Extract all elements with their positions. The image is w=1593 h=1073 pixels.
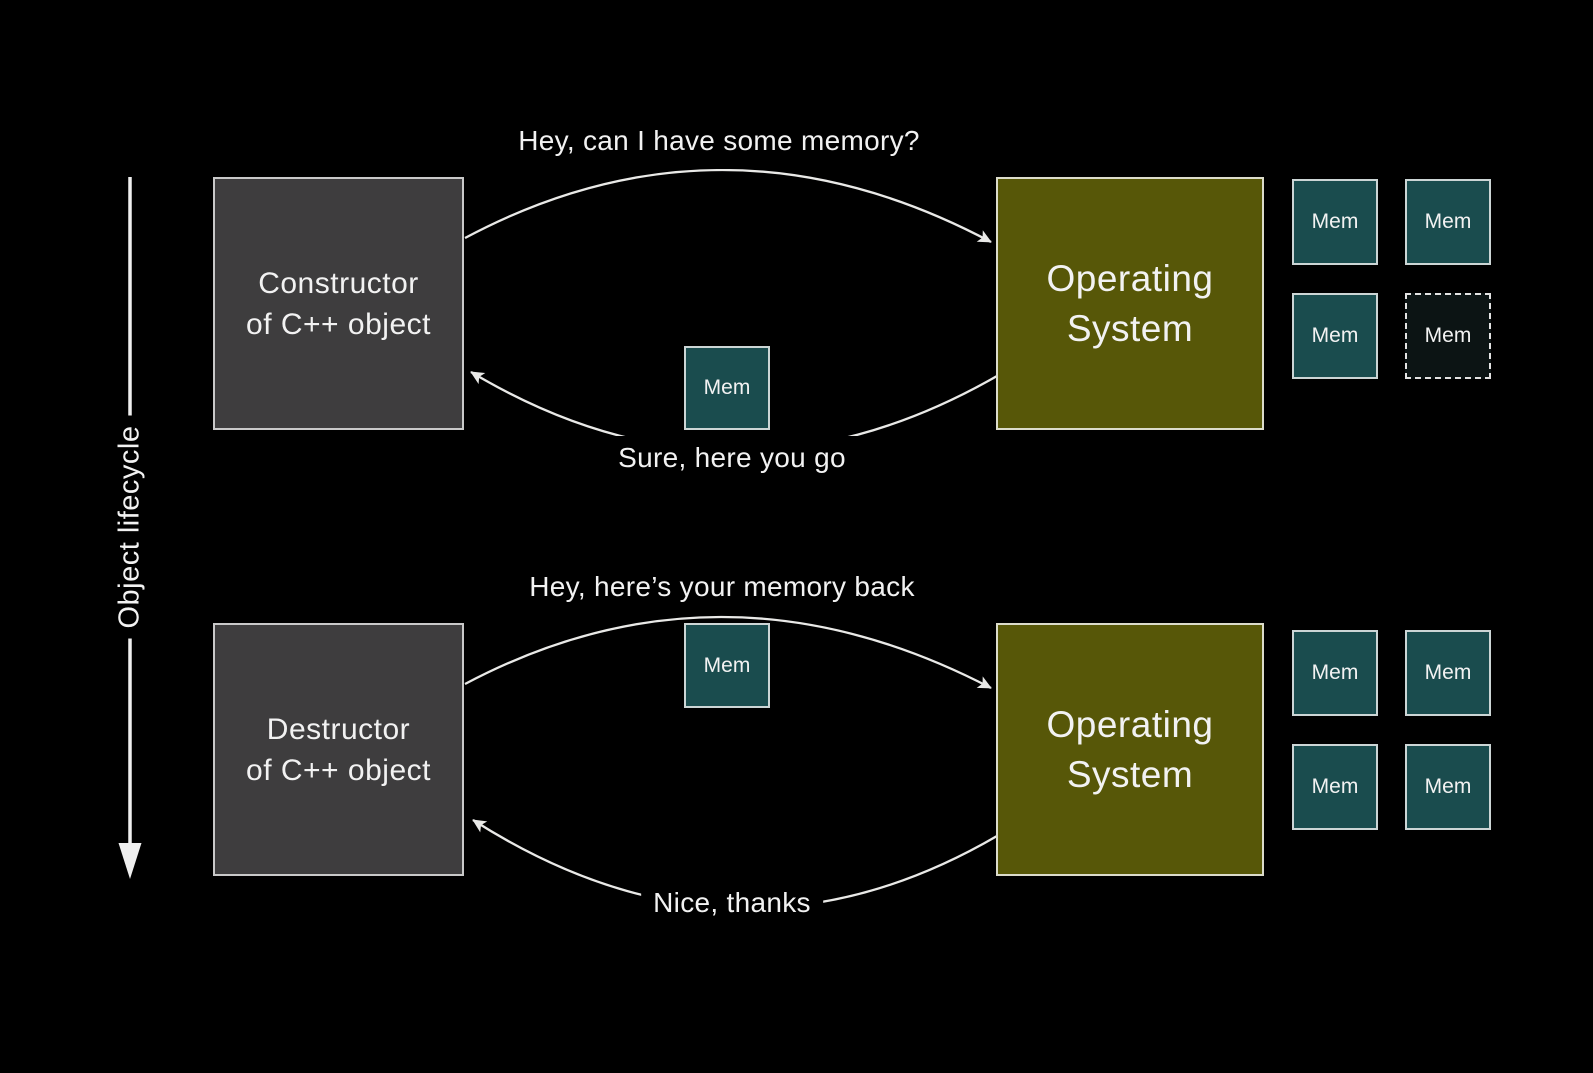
mem-label: Mem bbox=[1311, 210, 1359, 233]
os-label-line2: System bbox=[1066, 307, 1194, 349]
operating-system-label: Operating System bbox=[1047, 254, 1214, 354]
mem-label: Mem bbox=[703, 653, 751, 677]
os-mem-slot-freed: Mem bbox=[1405, 293, 1491, 379]
construction-reply-message: Sure, here you go bbox=[606, 436, 858, 478]
mem-label: Mem bbox=[1311, 661, 1359, 684]
mem-label: Mem bbox=[1424, 661, 1472, 684]
mem-label: Mem bbox=[1311, 775, 1359, 798]
operating-system-box: Operating System bbox=[996, 623, 1264, 876]
destruction-reply-message: Nice, thanks bbox=[641, 881, 823, 923]
mem-label: Mem bbox=[1424, 775, 1472, 798]
constructor-box-label: Constructor of C++ object bbox=[246, 263, 431, 345]
os-label-line1: Operating bbox=[1046, 257, 1214, 299]
constructor-label-line1: Constructor bbox=[258, 266, 419, 300]
os-mem-slot: Mem bbox=[1292, 179, 1378, 265]
operating-system-label: Operating System bbox=[1047, 700, 1214, 800]
os-mem-slot: Mem bbox=[1292, 630, 1378, 716]
constructor-box: Constructor of C++ object bbox=[213, 177, 464, 430]
construction-request-arrow bbox=[464, 168, 992, 244]
destructor-label-line2: of C++ object bbox=[246, 753, 431, 787]
os-label-line1: Operating bbox=[1046, 703, 1214, 745]
os-mem-slot: Mem bbox=[1292, 293, 1378, 379]
returned-mem-box: Mem bbox=[684, 623, 770, 708]
construction-request-message: Hey, can I have some memory? bbox=[506, 123, 932, 169]
operating-system-box: Operating System bbox=[996, 177, 1264, 430]
mem-label: Mem bbox=[1424, 324, 1472, 347]
os-mem-slot: Mem bbox=[1292, 744, 1378, 830]
destruction-request-message: Hey, here’s your memory back bbox=[517, 569, 927, 615]
lifecycle-axis-arrowhead-icon bbox=[118, 843, 142, 879]
constructor-label-line2: of C++ object bbox=[246, 307, 431, 341]
os-mem-slot: Mem bbox=[1405, 179, 1491, 265]
lifecycle-axis-label: Object lifecycle bbox=[107, 415, 153, 639]
mem-label: Mem bbox=[1311, 324, 1359, 347]
mem-label: Mem bbox=[1424, 210, 1472, 233]
os-mem-slot: Mem bbox=[1405, 630, 1491, 716]
destruction-request-arrow bbox=[464, 615, 992, 690]
transferred-mem-box: Mem bbox=[684, 346, 770, 430]
os-label-line2: System bbox=[1066, 753, 1194, 795]
destructor-label-line1: Destructor bbox=[266, 712, 411, 746]
destructor-box: Destructor of C++ object bbox=[213, 623, 464, 876]
os-mem-slot: Mem bbox=[1405, 744, 1491, 830]
mem-label: Mem bbox=[703, 376, 751, 399]
destructor-box-label: Destructor of C++ object bbox=[246, 709, 431, 791]
